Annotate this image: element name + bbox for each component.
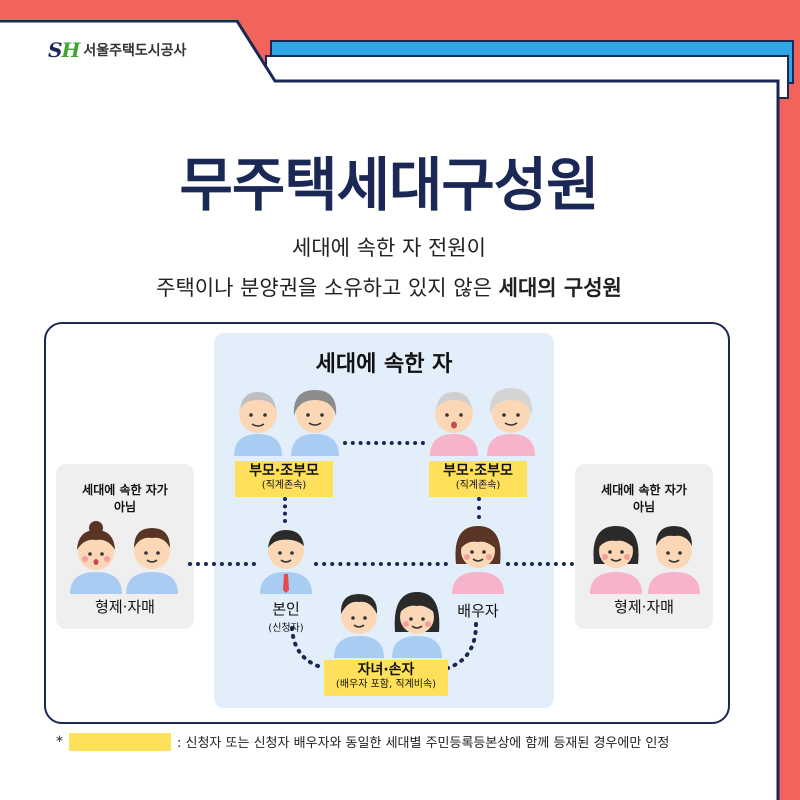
brother-right-person-icon — [648, 526, 700, 594]
parents-right-label: 부모·조부모 — [443, 463, 513, 479]
logo: SH 서울주택도시공사 — [48, 38, 186, 62]
parents-right-connector — [477, 497, 481, 519]
parents-right-tag: 부모·조부모 (직계존속) — [429, 461, 527, 497]
grandfather-left-person-icon — [234, 392, 282, 456]
children-tag: 자녀·손자 (배우자 포함, 직계비속) — [324, 660, 448, 696]
sister-left-person-icon — [70, 521, 122, 594]
subtitle-bold: 세대의 구성원 — [498, 276, 622, 300]
self-sub: (신청자) — [268, 623, 304, 634]
left-siblings-label: 형제·자매 — [95, 598, 155, 616]
children-sub: (배우자 포함, 직계비속) — [335, 679, 437, 690]
parents-left-sub: (직계존속) — [261, 480, 307, 491]
child-boy-person-icon — [334, 594, 384, 658]
grandmother-left-person-icon — [291, 390, 339, 456]
logo-text: 서울주택도시공사 — [83, 43, 187, 59]
right-sibling-connector — [506, 562, 574, 566]
footnote: * : 신청자 또는 신청자 배우자와 동일한 세대별 주민등록등본상에 함께 … — [56, 732, 669, 751]
self-label: 본인 — [272, 600, 300, 618]
parents-left-tag: 부모·조부모 (직계존속) — [235, 461, 333, 497]
logo-mark: SH — [48, 38, 80, 62]
parents-connector — [343, 441, 425, 445]
self-person-icon — [260, 530, 312, 594]
brother-left-person-icon — [126, 528, 178, 594]
subtitle-line-1: 세대에 속한 자 전원이 — [292, 236, 486, 260]
sister-right-person-icon — [590, 526, 642, 594]
child-girl-person-icon — [392, 592, 442, 658]
left-sibling-connector — [188, 562, 256, 566]
parents-right-sub: (직계존속) — [455, 480, 501, 491]
household-title: 세대에 속한 자 — [315, 352, 453, 377]
spouse-label: 배우자 — [457, 602, 499, 620]
grandmother-right-person-icon — [487, 388, 535, 456]
footnote-star: * — [56, 733, 63, 750]
parents-left-connector — [283, 497, 287, 523]
grandfather-right-person-icon — [430, 392, 478, 456]
children-connectors — [290, 622, 478, 670]
self-label-group: 본인 (신청자) — [250, 598, 322, 634]
page-title: 무주택세대구성원 — [179, 151, 600, 219]
parents-left-label: 부모·조부모 — [249, 463, 319, 479]
spouse-person-icon — [452, 526, 504, 594]
highlight-swatch — [69, 732, 171, 751]
self-spouse-connector — [314, 562, 448, 566]
children-label: 자녀·손자 — [357, 662, 415, 678]
subtitle-line-2: 주택이나 분양권을 소유하고 있지 않은 세대의 구성원 — [156, 276, 622, 300]
footnote-text: : 신청자 또는 신청자 배우자와 동일한 세대별 주민등록등본상에 함께 등재… — [177, 736, 670, 751]
right-siblings-label: 형제·자매 — [614, 598, 674, 616]
